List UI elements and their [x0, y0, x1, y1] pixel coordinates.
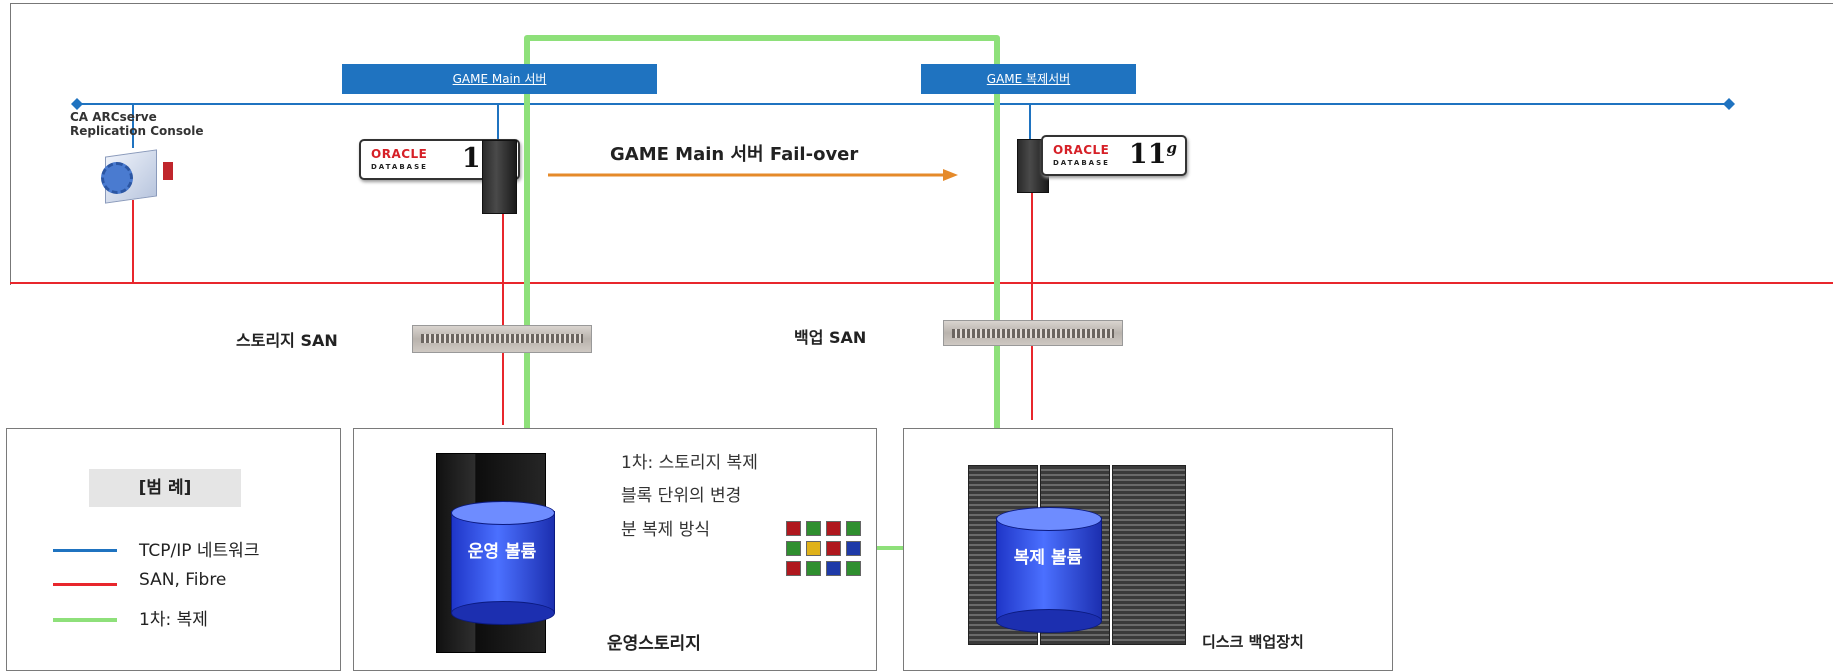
- legend-label-replication: 1차: 복제: [139, 610, 208, 630]
- console-label: CA ARCserve Replication Console: [70, 110, 204, 138]
- main-server-label: GAME Main 서버: [342, 64, 657, 94]
- replication-path: [524, 35, 1000, 450]
- network-end-marker-right: [1723, 98, 1735, 110]
- production-storage-box: 운영 볼륨 1차: 스토리지 복제 블록 단위의 변경 분 복제 방식 운영스토…: [353, 428, 877, 671]
- gear-icon: [101, 162, 133, 194]
- legend-swatch-tcpip: [53, 549, 117, 552]
- replica-server-label: GAME 복제서버: [921, 64, 1136, 94]
- backup-san-label: 백업 SAN: [794, 328, 867, 347]
- backup-san-switch: [943, 320, 1123, 346]
- replication-note-line2: 블록 단위의 변경: [621, 486, 742, 506]
- storage-san-switch: [412, 325, 592, 353]
- replication-note-line3: 분 복제 방식: [621, 520, 711, 540]
- backup-storage-box: 복제 볼륨 디스크 백업장치: [903, 428, 1393, 671]
- failover-arrowhead: [943, 169, 958, 181]
- failover-label: GAME Main 서버 Fail-over: [610, 144, 859, 165]
- console-icon: [95, 148, 175, 208]
- legend-label-san: SAN, Fibre: [139, 570, 227, 590]
- legend-title: [범 례]: [89, 469, 241, 507]
- storage-san-label: 스토리지 SAN: [236, 331, 338, 350]
- oracle-logo-replica: ORACLE DATABASE 11g: [1041, 135, 1187, 176]
- production-storage-caption: 운영스토리지: [607, 634, 701, 654]
- production-volume-cylinder: [451, 501, 555, 625]
- backup-volume-cylinder: [996, 507, 1102, 633]
- legend-box: [범 례] TCP/IP 네트워크 SAN, Fibre 1차: 복제: [6, 428, 341, 671]
- legend-swatch-san: [53, 583, 117, 586]
- changed-blocks-grid: [786, 521, 866, 581]
- production-volume-label: 운영 볼륨: [467, 542, 537, 562]
- legend-label-tcpip: TCP/IP 네트워크: [139, 541, 260, 561]
- main-server-tower: [482, 140, 517, 214]
- backup-storage-caption: 디스크 백업장치: [1202, 633, 1304, 651]
- legend-swatch-replication: [53, 618, 117, 622]
- network-end-marker-left: [71, 98, 83, 110]
- backup-volume-label: 복제 볼륨: [1013, 548, 1083, 568]
- network-zone: [10, 3, 1833, 285]
- replication-note-line1: 1차: 스토리지 복제: [621, 453, 758, 473]
